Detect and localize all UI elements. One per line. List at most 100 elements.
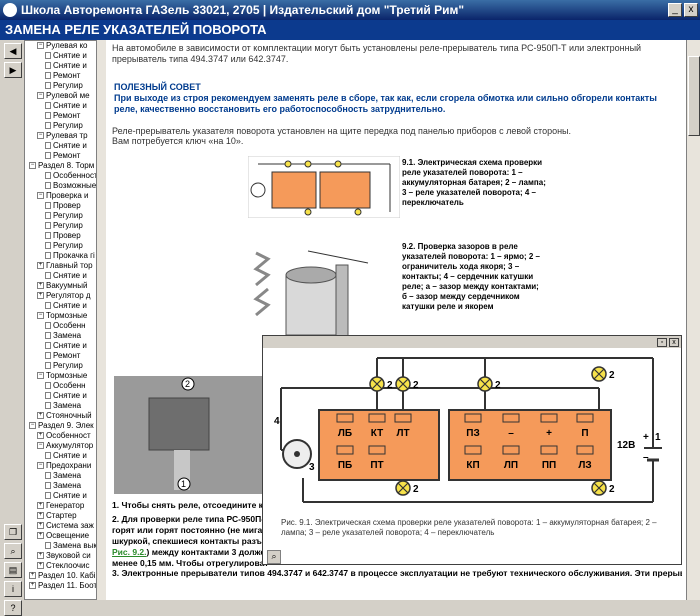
collapse-icon[interactable]: − bbox=[29, 422, 36, 430]
tree-item[interactable]: Регулир bbox=[25, 211, 103, 221]
tree-item[interactable]: Снятие и bbox=[25, 451, 103, 461]
tree-item[interactable]: +Раздел 11. Боот bbox=[25, 581, 103, 591]
expand-icon[interactable]: + bbox=[37, 432, 44, 440]
tree-item[interactable]: Снятие и bbox=[25, 491, 103, 501]
tree-item[interactable]: −Тормозные bbox=[25, 311, 103, 321]
tree-item[interactable]: Снятие и bbox=[25, 341, 103, 351]
tree-item[interactable]: Регулир bbox=[25, 221, 103, 231]
expand-icon[interactable]: + bbox=[37, 522, 44, 530]
popup-zoom-icon[interactable]: ⌕ bbox=[267, 550, 281, 564]
tree-item[interactable]: +Главный тор bbox=[25, 261, 103, 271]
tree-item[interactable]: Замена bbox=[25, 401, 103, 411]
tree-item[interactable]: Особенност bbox=[25, 171, 103, 181]
tree-item[interactable]: Особенн bbox=[25, 381, 103, 391]
tree-item[interactable]: Замена bbox=[25, 331, 103, 341]
tree-item[interactable]: −Раздел 9. Элек bbox=[25, 421, 103, 431]
content-scrollbar[interactable] bbox=[686, 40, 700, 600]
tree-item[interactable]: Снятие и bbox=[25, 51, 103, 61]
collapse-icon[interactable]: − bbox=[37, 42, 44, 50]
tree-item[interactable]: Снятие и bbox=[25, 61, 103, 71]
help-icon[interactable]: ? bbox=[4, 600, 22, 616]
expand-icon[interactable]: + bbox=[37, 532, 44, 540]
fig1-thumbnail[interactable] bbox=[248, 156, 400, 218]
tree-item[interactable]: Снятие и bbox=[25, 101, 103, 111]
copy-icon[interactable]: ❐ bbox=[4, 524, 22, 540]
tree-item[interactable]: Замена вык bbox=[25, 541, 103, 551]
expand-icon[interactable]: + bbox=[37, 502, 44, 510]
fig2-link[interactable]: Рис. 9.2. bbox=[112, 547, 147, 557]
tree-item[interactable]: Провер bbox=[25, 231, 103, 241]
tree-item[interactable]: Возможные bbox=[25, 181, 103, 191]
close-button[interactable]: x bbox=[684, 3, 698, 17]
tree-item[interactable]: Снятие и bbox=[25, 271, 103, 281]
tree-item[interactable]: Ремонт bbox=[25, 351, 103, 361]
collapse-icon[interactable]: − bbox=[29, 162, 36, 170]
expand-icon[interactable]: + bbox=[37, 292, 44, 300]
back-arrow-icon[interactable]: ◀ bbox=[4, 43, 22, 59]
tree-item[interactable]: +Звуковой си bbox=[25, 551, 103, 561]
collapse-icon[interactable]: − bbox=[37, 92, 44, 100]
tree-item[interactable]: Снятие и bbox=[25, 301, 103, 311]
tree-item[interactable]: −Аккумулятор bbox=[25, 441, 103, 451]
collapse-icon[interactable]: − bbox=[37, 372, 44, 380]
tree-item[interactable]: +Раздел 10. Кабі bbox=[25, 571, 103, 581]
tree-item[interactable]: Регулир bbox=[25, 81, 103, 91]
tree-item[interactable]: Регулир bbox=[25, 361, 103, 371]
info-icon[interactable]: i bbox=[4, 581, 22, 597]
expand-icon[interactable]: + bbox=[37, 412, 44, 420]
collapse-icon[interactable]: − bbox=[37, 192, 44, 200]
tree-item[interactable]: −Рулевая ко bbox=[25, 41, 103, 51]
tree-item[interactable]: Регулир bbox=[25, 121, 103, 131]
collapse-icon[interactable]: − bbox=[37, 442, 44, 450]
tree-item[interactable]: +Стартер bbox=[25, 511, 103, 521]
tree-item[interactable]: Замена bbox=[25, 471, 103, 481]
tree-item[interactable]: +Генератор bbox=[25, 501, 103, 511]
tree-item[interactable]: −Раздел 8. Торм bbox=[25, 161, 103, 171]
expand-icon[interactable]: + bbox=[37, 552, 44, 560]
tree-item[interactable]: Ремонт bbox=[25, 71, 103, 81]
tree-item[interactable]: Ремонт bbox=[25, 151, 103, 161]
tree-item[interactable]: Провер bbox=[25, 201, 103, 211]
tree-item[interactable]: Особенн bbox=[25, 321, 103, 331]
collapse-icon[interactable]: − bbox=[37, 462, 44, 470]
popup-restore-button[interactable]: ▫ bbox=[657, 337, 667, 347]
tree-item[interactable]: Регулир bbox=[25, 241, 103, 251]
tree-item[interactable]: +Особенност bbox=[25, 431, 103, 441]
tree-item[interactable]: −Рулевая тр bbox=[25, 131, 103, 141]
tree-item[interactable]: Замена bbox=[25, 481, 103, 491]
tree-item[interactable]: +Стеклоочис bbox=[25, 561, 103, 571]
tree-item[interactable]: −Тормозные bbox=[25, 371, 103, 381]
tree-item[interactable]: Ремонт bbox=[25, 111, 103, 121]
tree-item[interactable]: +Регулятор д bbox=[25, 291, 103, 301]
expand-icon[interactable]: + bbox=[37, 282, 44, 290]
forward-arrow-icon[interactable]: ▶ bbox=[4, 62, 22, 78]
scrollbar-thumb[interactable] bbox=[688, 56, 700, 136]
zoom-icon[interactable]: ⌕ bbox=[4, 543, 22, 559]
expand-icon[interactable]: + bbox=[29, 572, 36, 580]
tree-item[interactable]: +Вакуумный bbox=[25, 281, 103, 291]
tree-item[interactable]: Прокачка гі bbox=[25, 251, 103, 261]
tree-item[interactable]: Снятие и bbox=[25, 391, 103, 401]
expand-icon[interactable]: + bbox=[37, 562, 44, 570]
tree-item-label: Ремонт bbox=[53, 71, 81, 80]
tree-item[interactable]: +Стояночный bbox=[25, 411, 103, 421]
fig2-thumbnail[interactable] bbox=[248, 245, 398, 345]
tree-item[interactable]: −Предохрани bbox=[25, 461, 103, 471]
relay-photo[interactable]: 2 1 bbox=[114, 376, 264, 494]
expand-icon[interactable]: + bbox=[37, 512, 44, 520]
tree-scrollbar[interactable] bbox=[96, 40, 106, 600]
tree-item[interactable]: −Рулевой ме bbox=[25, 91, 103, 101]
tree-item[interactable]: +Система заж bbox=[25, 521, 103, 531]
tree-item-label: Снятие и bbox=[53, 61, 87, 70]
popup-close-button[interactable]: x bbox=[669, 337, 679, 347]
collapse-icon[interactable]: − bbox=[37, 132, 44, 140]
tree-item[interactable]: −Проверка и bbox=[25, 191, 103, 201]
minimize-button[interactable]: _ bbox=[668, 3, 682, 17]
tree-item[interactable]: +Освещение bbox=[25, 531, 103, 541]
expand-icon[interactable]: + bbox=[37, 262, 44, 270]
print-icon[interactable]: ▤ bbox=[4, 562, 22, 578]
collapse-icon[interactable]: − bbox=[37, 312, 44, 320]
expand-icon[interactable]: + bbox=[29, 582, 36, 590]
tree-item[interactable]: Снятие и bbox=[25, 141, 103, 151]
